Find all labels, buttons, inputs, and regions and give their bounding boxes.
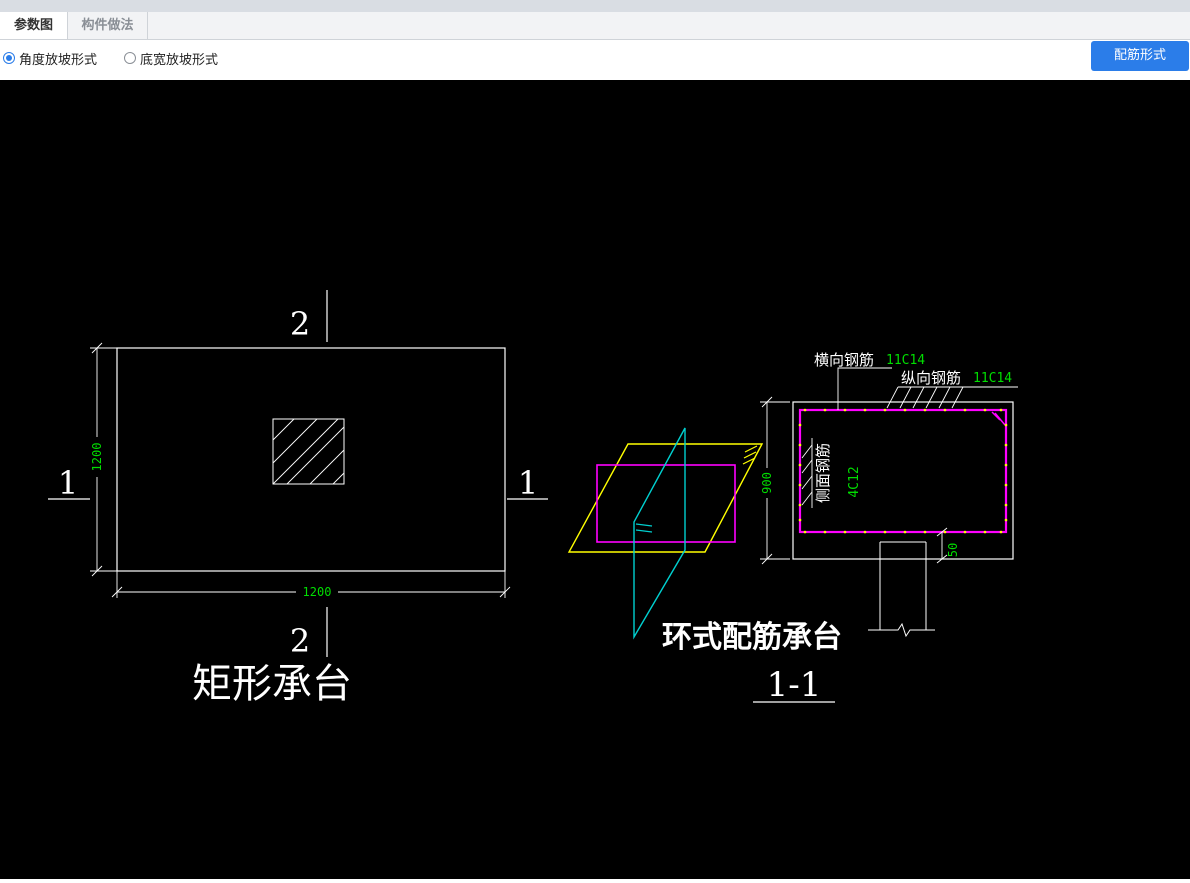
option-bar: 角度放坡形式 底宽放坡形式 配筋形式 [0,40,1190,80]
transverse-label: 横向钢筋 [814,351,874,369]
section-mark-right: 1 [518,464,538,502]
longitudinal-label: 纵向钢筋 [901,369,961,387]
radio-angle-slope[interactable]: 角度放坡形式 [3,49,98,68]
tab-bar: 参数图 构件做法 [0,12,1190,40]
side-label: 侧面钢筋 [814,443,832,503]
section-view: 900 50 横向钢筋 11C14 纵向钢筋 1 [753,351,1018,705]
transverse-leader [837,367,892,410]
plan-title: 矩形承台 [192,661,352,707]
plan-view: 2 2 1 1 1200 [48,290,548,707]
radio-bottom-width-slope-label: 底宽放坡形式 [140,52,219,68]
window-top-strip [0,0,1190,12]
side-spec: 4C12 [847,466,862,497]
column-hatch [272,418,345,485]
transverse-spec: 11C14 [886,353,925,368]
section-mark-bottom: 2 [290,622,310,660]
radio-unchecked-icon [124,52,136,64]
longitudinal-leaders [886,386,1018,409]
section-title: 1-1 [767,665,822,705]
longitudinal-spec: 11C14 [973,371,1012,386]
drawing-canvas: 2 2 1 1 1200 [0,80,1190,879]
section-column [868,541,935,638]
side-leaders [801,438,813,508]
section-cover-dimension [936,527,948,564]
section-rebar-ring [798,408,1008,534]
section-rebar-dots [798,408,1008,534]
iso-section-hooks [635,523,653,533]
tab-parameter-diagram[interactable]: 参数图 [0,12,68,39]
iso-title: 环式配筋承台 [662,620,842,655]
plan-height-dim-text: 1200 [90,443,104,472]
iso-rebar-ring [596,464,736,543]
section-cover-dim-text: 50 [946,543,960,557]
tab-component-method[interactable]: 构件做法 [68,12,148,39]
radio-checked-icon [3,52,15,64]
radio-angle-slope-label: 角度放坡形式 [19,52,98,68]
section-mark-top: 2 [290,305,310,343]
iso-section-plane [633,427,686,640]
isometric-view: 环式配筋承台 [567,427,842,655]
iso-top-plane [567,443,764,553]
cap-outline [116,347,506,572]
iso-hooks [742,445,758,465]
radio-bottom-width-slope[interactable]: 底宽放坡形式 [124,49,219,68]
cad-drawing: 2 2 1 1 1200 [48,290,1018,707]
section-height-dim-text: 900 [760,472,774,494]
plan-width-dim-text: 1200 [303,585,332,599]
section-mark-left: 1 [58,464,78,502]
column-outline [272,418,345,485]
rebar-form-button[interactable]: 配筋形式 [1091,41,1189,71]
